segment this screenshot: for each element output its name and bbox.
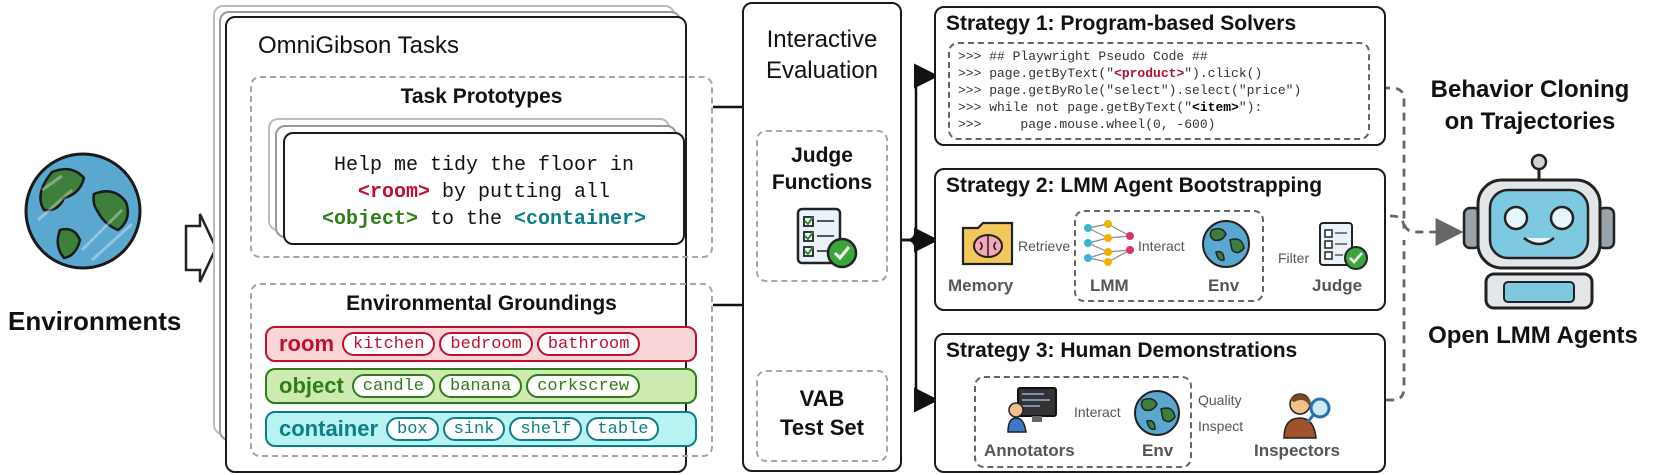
- container-chip: box: [386, 417, 439, 441]
- judge-functions-title: Judge Functions: [756, 142, 888, 196]
- groundings-title: Environmental Groundings: [346, 292, 617, 315]
- annotator-computer-icon: [1007, 387, 1057, 433]
- quality-label: Quality: [1198, 392, 1242, 408]
- environments-label: Environments: [8, 306, 182, 336]
- arrow-strategy2-to-agents: [1264, 214, 1406, 232]
- checklist-icon: [796, 207, 858, 269]
- object-label: object: [279, 373, 344, 398]
- prototype-card: Help me tidy the floor in <room> by putt…: [283, 132, 685, 245]
- env-label: Env: [1208, 276, 1240, 295]
- interact-label: Interact: [1138, 238, 1185, 254]
- test-set-box: [756, 370, 888, 462]
- code-line: >>> page.mouse.wheel(0, -600): [958, 117, 1216, 132]
- earth-globe-icon: [24, 152, 142, 270]
- code-lines: >>> ## Playwright Pseudo Code ## >>> pag…: [958, 48, 1301, 133]
- s3-env-globe-icon: [1134, 390, 1180, 436]
- annotators-label: Annotators: [984, 441, 1075, 460]
- code-line: >>> page.getByText("<product>").click(): [958, 66, 1263, 81]
- annotator-env-loop-box: [974, 376, 1192, 468]
- evaluation-title-line1: Interactive: [766, 26, 878, 53]
- code-line: >>> while not page.getByText("<item>"):: [958, 100, 1263, 115]
- memory-label: Memory: [948, 276, 1014, 295]
- testset-line1: VAB: [799, 386, 845, 411]
- hollow-arrow-right-icon: [184, 213, 218, 283]
- lmm-label: LMM: [1090, 276, 1129, 295]
- room-label: room: [279, 331, 334, 356]
- grounding-row-container: container box sink shelf table: [265, 411, 697, 447]
- code-item-slot: <item>: [1192, 100, 1239, 115]
- prototypes-title: Task Prototypes: [400, 85, 563, 108]
- prototype-object-slot: <object>: [321, 208, 418, 231]
- arrow-to-strategy3: [902, 238, 939, 413]
- testset-line2: Test Set: [780, 415, 864, 440]
- judge-checklist-icon: [1319, 222, 1368, 270]
- open-lmm-agents-label: Open LMM Agents: [1428, 322, 1638, 349]
- strategy1-title: Strategy 1: Program-based Solvers: [946, 12, 1297, 35]
- memory-folder-brain-icon: [961, 221, 1014, 266]
- judge-functions-box: [756, 130, 888, 282]
- grounding-row-room: room kitchen bedroom bathroom: [265, 326, 697, 362]
- inspect-label: Inspect: [1198, 418, 1244, 434]
- container-chip: shelf: [509, 417, 583, 441]
- judge-label: Judge: [1312, 276, 1363, 295]
- judge-line2: Functions: [771, 171, 873, 194]
- s3-env-label: Env: [1142, 441, 1174, 460]
- room-chip: bedroom: [439, 332, 533, 356]
- behavior-cloning-title: Behavior Cloning on Trajectories: [1412, 74, 1648, 138]
- test-set-title: VAB Test Set: [756, 384, 888, 442]
- env-globe-icon: [1202, 220, 1250, 268]
- robot-agent-icon: [1462, 153, 1616, 310]
- inspector-magnifier-icon: [1283, 393, 1331, 439]
- tasks-title: OmniGibson Tasks: [258, 32, 459, 59]
- prototype-text-line2: by putting all: [429, 181, 611, 204]
- prototype-container-slot: <container>: [514, 208, 647, 231]
- container-chip: table: [586, 417, 660, 441]
- object-chip: corkscrew: [526, 374, 641, 398]
- inspectors-label: Inspectors: [1254, 441, 1340, 460]
- object-chip: candle: [351, 374, 436, 398]
- bc-line2: on Trajectories: [1444, 108, 1616, 135]
- evaluation-title: Interactive Evaluation: [742, 24, 902, 86]
- code-product-slot: <product>: [1114, 66, 1185, 81]
- strategy1-panel: [934, 6, 1386, 146]
- prototype-room-slot: <room>: [357, 181, 430, 204]
- arrow-strategy3-to-agents: [1260, 240, 1406, 402]
- arrow-strategy1-to-agents: [1368, 86, 1464, 246]
- object-chip: banana: [439, 374, 523, 398]
- groundings-panel: [250, 283, 713, 457]
- room-chip: bathroom: [536, 332, 641, 356]
- judge-line1: Judge: [791, 144, 853, 167]
- code-line: >>> ## Playwright Pseudo Code ##: [958, 49, 1208, 64]
- container-label: container: [279, 416, 379, 441]
- prototype-text-to: to the: [417, 208, 514, 231]
- bc-line1: Behavior Cloning: [1430, 76, 1630, 103]
- strategy3-title: Strategy 3: Human Demonstrations: [946, 339, 1298, 362]
- filter-label: Filter: [1278, 250, 1310, 266]
- room-chip: kitchen: [342, 332, 436, 356]
- lmm-env-loop-box: [1074, 210, 1264, 302]
- grounding-row-object: object candle banana corkscrew: [265, 368, 697, 404]
- container-chip: sink: [442, 417, 506, 441]
- code-line: >>> page.getByRole("select").select("pri…: [958, 83, 1302, 98]
- strategy2-title: Strategy 2: LMM Agent Bootstrapping: [946, 174, 1323, 197]
- task-prototypes-panel: [250, 76, 713, 258]
- retrieve-label: Retrieve: [1018, 238, 1071, 254]
- evaluation-title-line2: Evaluation: [765, 57, 879, 84]
- prototype-text-line1: Help me tidy the floor in: [333, 154, 635, 177]
- arrow-to-strategy1: [902, 63, 939, 242]
- lmm-network-icon: [1084, 220, 1134, 266]
- code-block: [948, 42, 1370, 140]
- s3-interact-label: Interact: [1074, 404, 1121, 420]
